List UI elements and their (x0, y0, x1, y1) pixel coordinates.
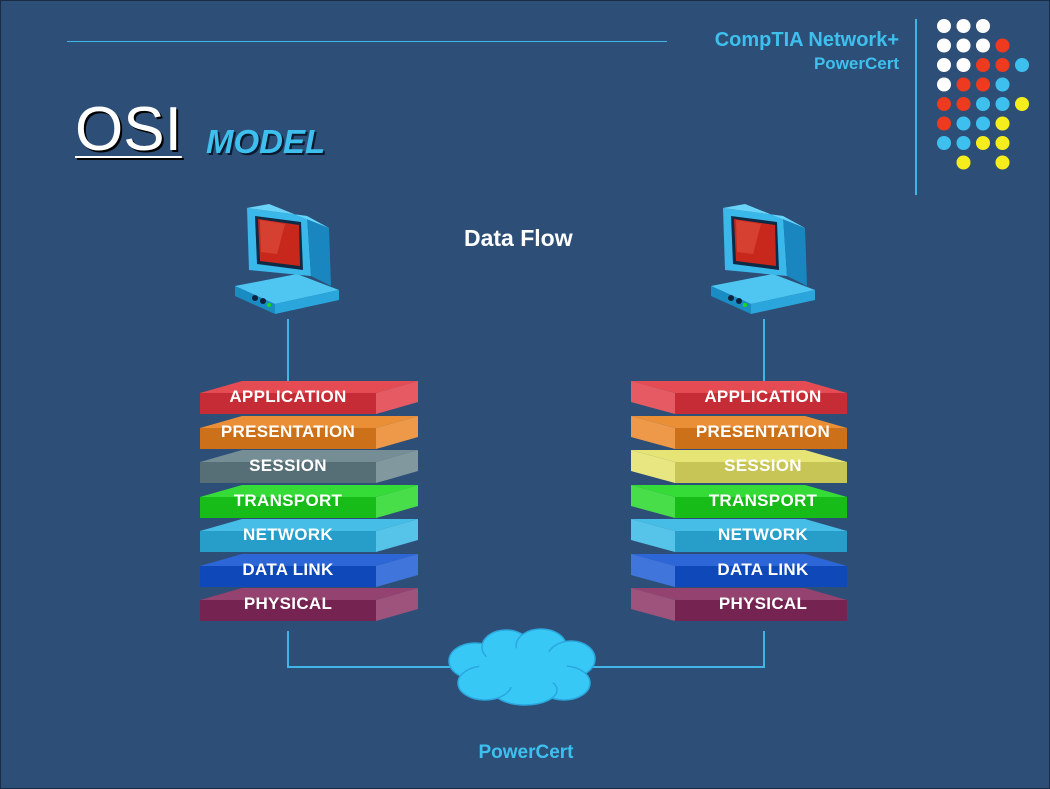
osi-layer-label: PRESENTATION (220, 421, 356, 441)
slide-title: OSI (75, 95, 182, 164)
osi-layer-network: NETWORK (629, 517, 851, 552)
data-flow-label: Data Flow (464, 225, 573, 251)
decorative-dot-grid (937, 19, 1029, 170)
osi-layer-transport: TRANSPORT (198, 483, 420, 518)
osi-layer-label: DATA LINK (717, 559, 809, 579)
osi-layer-label: PRESENTATION (695, 421, 831, 441)
brand-subtitle: PowerCert (813, 54, 899, 73)
osi-layer-application: APPLICATION (198, 379, 420, 414)
osi-layer-presentation: PRESENTATION (629, 414, 851, 449)
osi-layer-session: SESSION (198, 448, 420, 483)
osi-layer-presentation: PRESENTATION (198, 414, 420, 449)
connection-lines (287, 319, 765, 668)
computer-icon (711, 204, 815, 314)
osi-layer-label: NETWORK (243, 525, 333, 544)
header-rule (67, 41, 667, 42)
slide-subtitle: MODEL (206, 123, 326, 160)
osi-layer-application: APPLICATION (629, 379, 851, 414)
osi-layer-label: DATA LINK (242, 559, 334, 579)
osi-layer-data-link: DATA LINK (629, 552, 851, 587)
osi-layer-label: TRANSPORT (708, 490, 818, 510)
osi-layer-data-link: DATA LINK (198, 552, 420, 587)
header-divider (915, 19, 917, 195)
osi-layer-label: SESSION (249, 456, 327, 475)
osi-layer-physical: PHYSICAL (629, 586, 851, 621)
cloud-icon (448, 628, 596, 706)
osi-layer-label: PHYSICAL (243, 594, 333, 613)
osi-layer-physical: PHYSICAL (198, 586, 420, 621)
osi-layer-label: APPLICATION (229, 387, 347, 406)
osi-layer-label: SESSION (724, 456, 802, 475)
osi-layer-transport: TRANSPORT (629, 483, 851, 518)
osi-layer-label: PHYSICAL (718, 594, 808, 613)
osi-layer-label: APPLICATION (704, 387, 822, 406)
footer-brand: PowerCert (478, 742, 574, 763)
computer-icon (235, 204, 339, 314)
osi-layer-label: TRANSPORT (233, 490, 343, 510)
osi-layer-session: SESSION (629, 448, 851, 483)
osi-layer-network: NETWORK (198, 517, 420, 552)
brand-title: CompTIA Network+ (714, 29, 899, 51)
osi-layer-label: NETWORK (718, 525, 808, 544)
